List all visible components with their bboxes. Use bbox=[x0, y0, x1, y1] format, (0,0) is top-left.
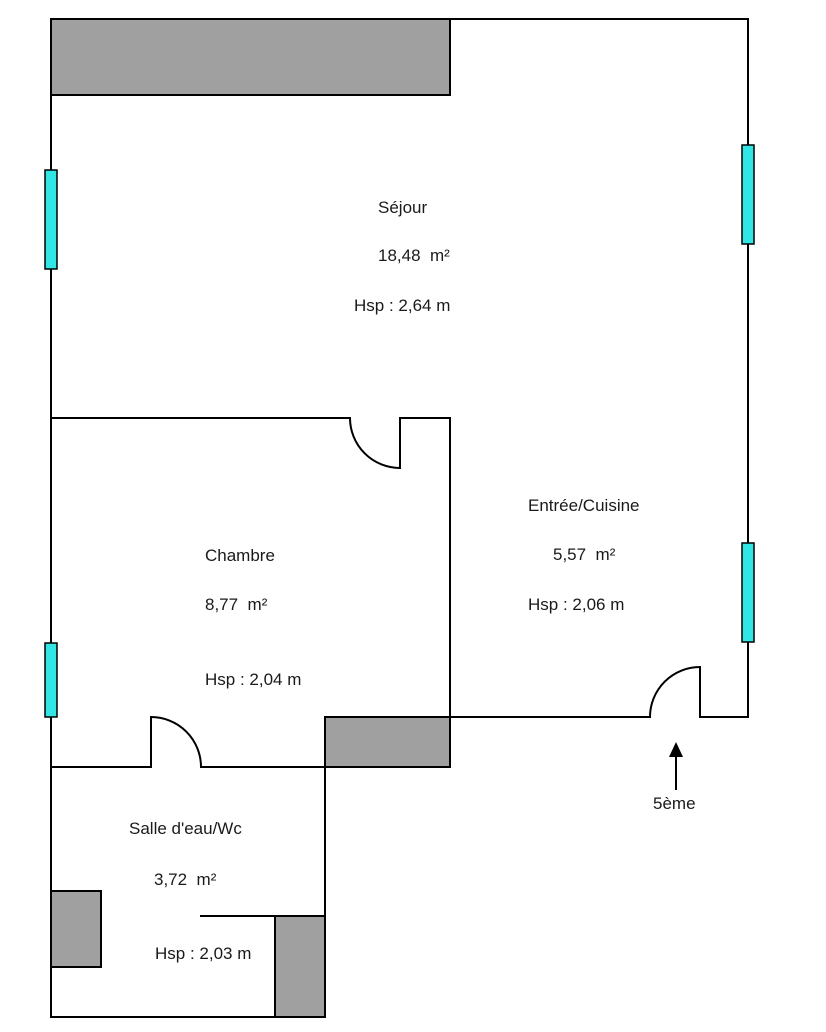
room-label-salle-eau-wc: Salle d'eau/Wc 3,72 m² Hsp : 2,03 m bbox=[129, 819, 251, 963]
sejour-name: Séjour bbox=[378, 198, 427, 217]
window-sejour-right bbox=[741, 144, 755, 245]
chambre-height: Hsp : 2,04 m bbox=[205, 670, 301, 689]
window-chambre-left bbox=[44, 642, 58, 718]
window-cuisine-right bbox=[741, 542, 755, 643]
bathroom-door-swing bbox=[150, 716, 202, 768]
chambre-area: 8,77 m² bbox=[205, 595, 268, 614]
entrance-floor-label: 5ème bbox=[653, 794, 696, 813]
windows bbox=[44, 144, 755, 718]
sejour-top-storage-block bbox=[50, 18, 451, 96]
entrance-arrow-head bbox=[669, 742, 683, 757]
room-label-chambre: Chambre 8,77 m² Hsp : 2,04 m bbox=[205, 546, 301, 689]
kitchen-bottom-storage-block bbox=[324, 716, 451, 768]
room-label-sejour: Séjour 18,48 m² Hsp : 2,64 m bbox=[354, 198, 450, 315]
bathroom-left-fixture-block bbox=[50, 890, 102, 968]
entrance-door-swing bbox=[649, 666, 701, 718]
room-label-entree-cuisine: Entrée/Cuisine 5,57 m² Hsp : 2,06 m bbox=[528, 496, 640, 614]
chambre-name: Chambre bbox=[205, 546, 275, 565]
chambre-door-swing bbox=[349, 417, 401, 469]
entree-cuisine-height: Hsp : 2,06 m bbox=[528, 595, 624, 614]
salle-eau-wc-height: Hsp : 2,03 m bbox=[155, 944, 251, 963]
bathroom-right-fixture-block bbox=[274, 915, 326, 1018]
window-sejour-left bbox=[44, 169, 58, 270]
salle-eau-wc-area: 3,72 m² bbox=[154, 870, 217, 889]
sejour-height: Hsp : 2,64 m bbox=[354, 296, 450, 315]
doors bbox=[150, 417, 701, 768]
sejour-area: 18,48 m² bbox=[378, 246, 450, 265]
entree-cuisine-name: Entrée/Cuisine bbox=[528, 496, 640, 515]
entrance-arrow bbox=[669, 742, 683, 790]
salle-eau-wc-name: Salle d'eau/Wc bbox=[129, 819, 242, 838]
walls bbox=[50, 18, 749, 1018]
entree-cuisine-area: 5,57 m² bbox=[553, 545, 616, 564]
